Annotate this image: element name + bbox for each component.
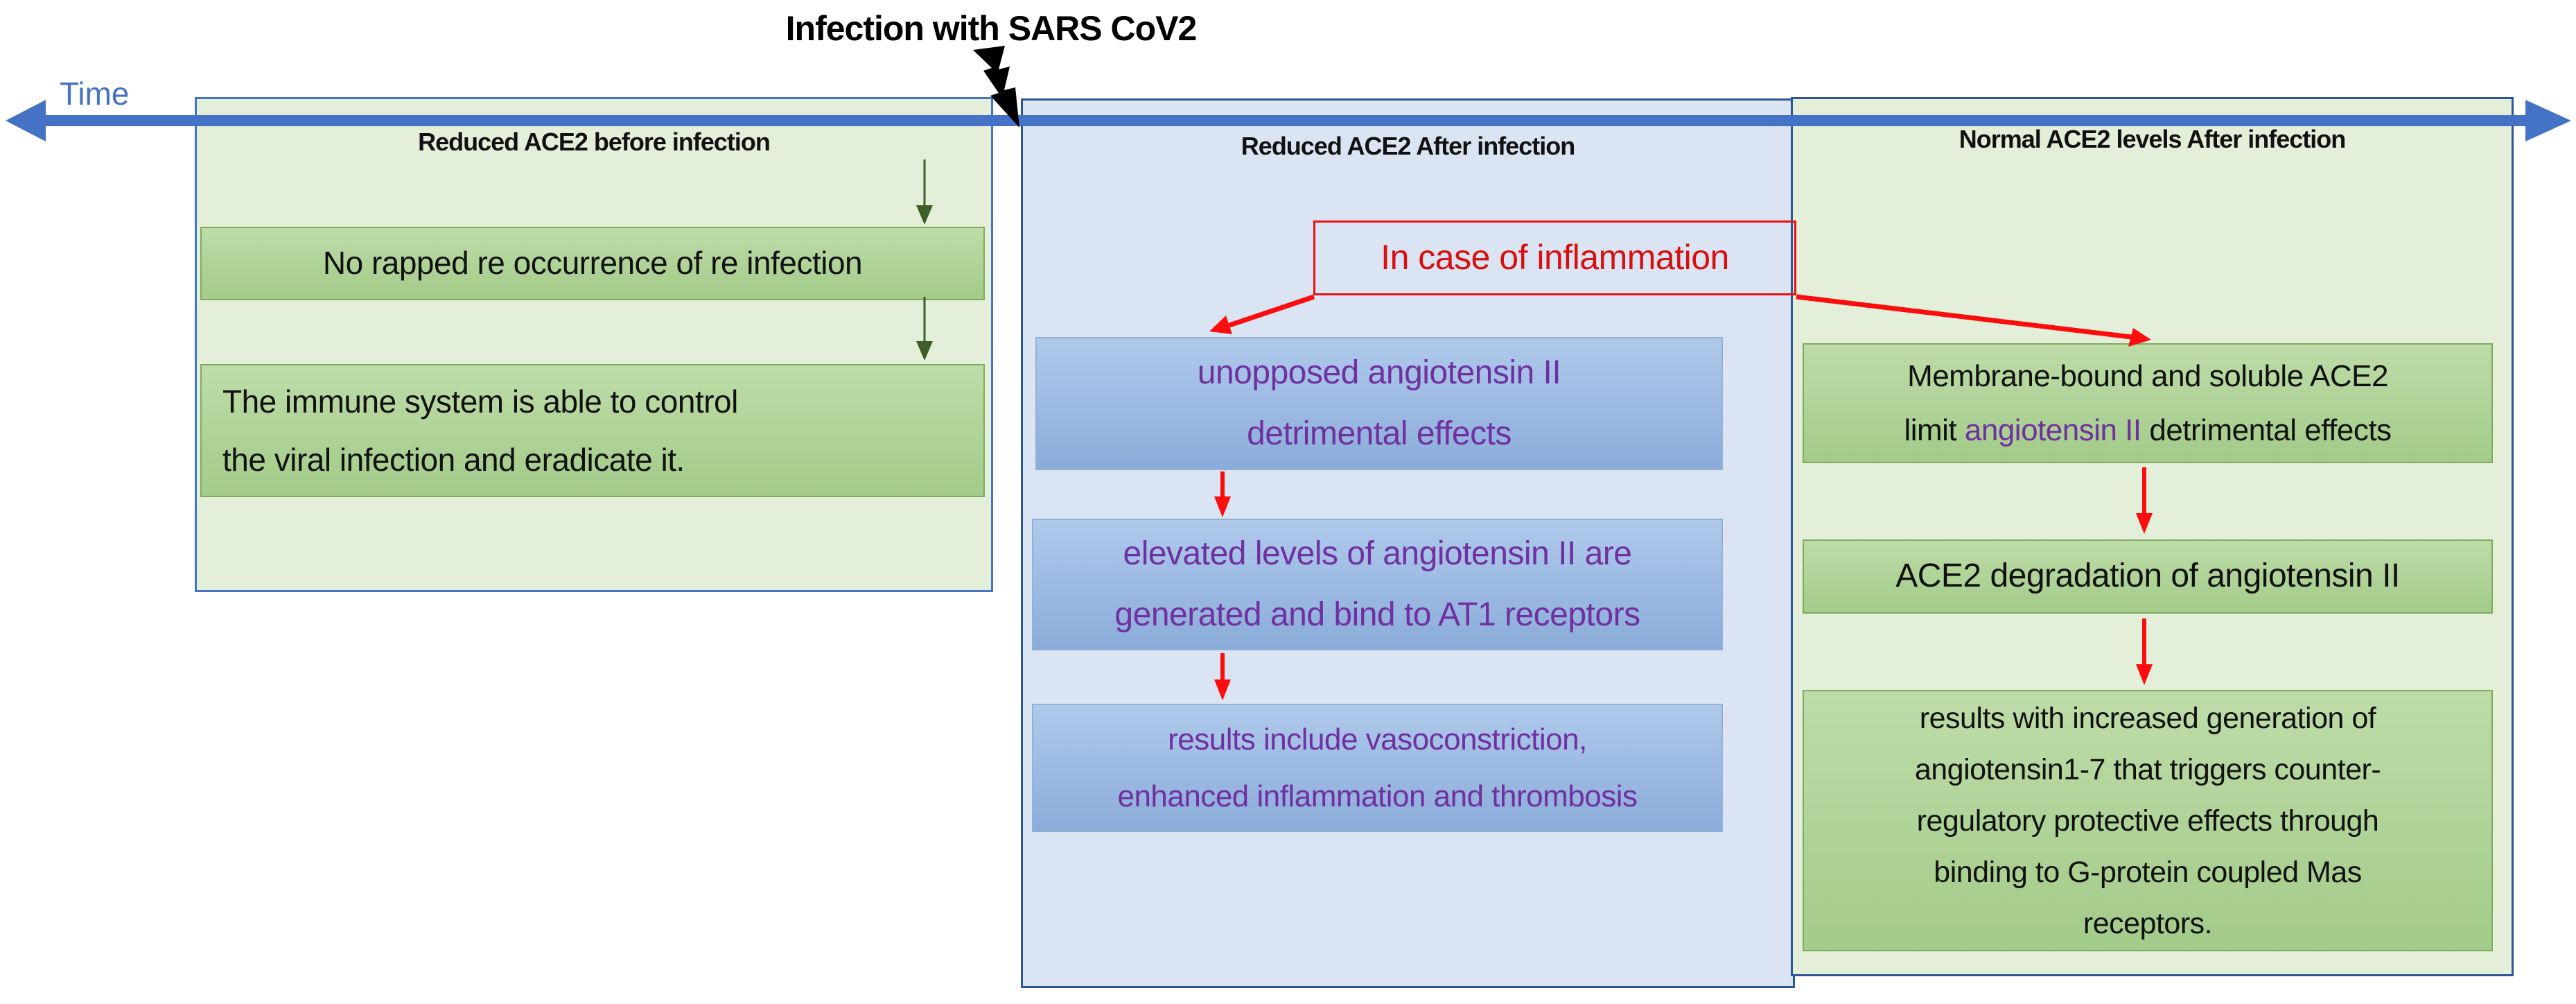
before-panel-header: Reduced ACE2 before infection xyxy=(418,128,771,156)
membrane-line1: Membrane-bound and soluble ACE2 xyxy=(1907,358,2388,393)
membrane-line2: limit angiotensin II detrimental effects xyxy=(1804,404,2491,458)
reduced-box-results-vasoconstriction: results include vasoconstriction, enhanc… xyxy=(1032,704,1723,832)
counter-line3: regulatory protective effects through xyxy=(1916,804,2379,838)
before-box-immune-system: The immune system is able to control the… xyxy=(200,364,985,497)
unopposed-line2: detrimental effects xyxy=(1247,415,1512,452)
normal-box-ace2-degradation: ACE2 degradation of angiotensin II xyxy=(1803,539,2493,614)
before-box-no-reoccurrence: No rapped re occurrence of re infection xyxy=(200,227,985,300)
membrane-line2-post: detrimental effects xyxy=(2141,413,2392,447)
angiotensin-highlight: angiotensin II xyxy=(1964,413,2141,447)
elevated-line1: elevated levels of angiotensin II are xyxy=(1123,535,1632,572)
counter-line4: binding to G-protein coupled Mas xyxy=(1934,855,2362,889)
time-axis-left-arrowhead-icon xyxy=(6,100,46,141)
diagram-title: Infection with SARS CoV2 xyxy=(785,9,1198,48)
vaso-line1: results include vasoconstriction, xyxy=(1168,722,1587,756)
reduced-box-unopposed-angiotensin: unopposed angiotensin II detrimental eff… xyxy=(1035,337,1723,470)
elevated-line2: generated and bind to AT1 receptors xyxy=(1114,596,1640,633)
reduced-after-panel-header: Reduced ACE2 After infection xyxy=(1241,132,1575,160)
normal-after-panel-header: Normal ACE2 levels After infection xyxy=(1959,125,2347,153)
inflammation-callout-box: In case of inflammation xyxy=(1313,220,1796,295)
time-axis-label: Time xyxy=(60,76,130,112)
normal-box-membrane-bound: Membrane-bound and soluble ACE2 limit an… xyxy=(1803,343,2493,463)
counter-line2: angiotensin1-7 that triggers counter- xyxy=(1914,752,2381,786)
unopposed-line1: unopposed angiotensin II xyxy=(1197,354,1561,391)
counter-line5: receptors. xyxy=(2083,906,2213,940)
normal-box-counter-regulatory: results with increased generation of ang… xyxy=(1803,690,2493,951)
time-axis-right-arrowhead-icon xyxy=(2525,100,2571,141)
vaso-line2: enhanced inflammation and thrombosis xyxy=(1117,779,1638,813)
panel-reduced-ace2-before-infection xyxy=(195,97,993,592)
reduced-box-elevated-levels: elevated levels of angiotensin II are ge… xyxy=(1032,519,1723,650)
membrane-line2-pre: limit xyxy=(1904,413,1965,447)
before-box-immune-line1: The immune system is able to control xyxy=(222,383,738,419)
counter-line1: results with increased generation of xyxy=(1919,701,2376,735)
before-box-immune-line2: the viral infection and eradicate it. xyxy=(222,442,685,478)
